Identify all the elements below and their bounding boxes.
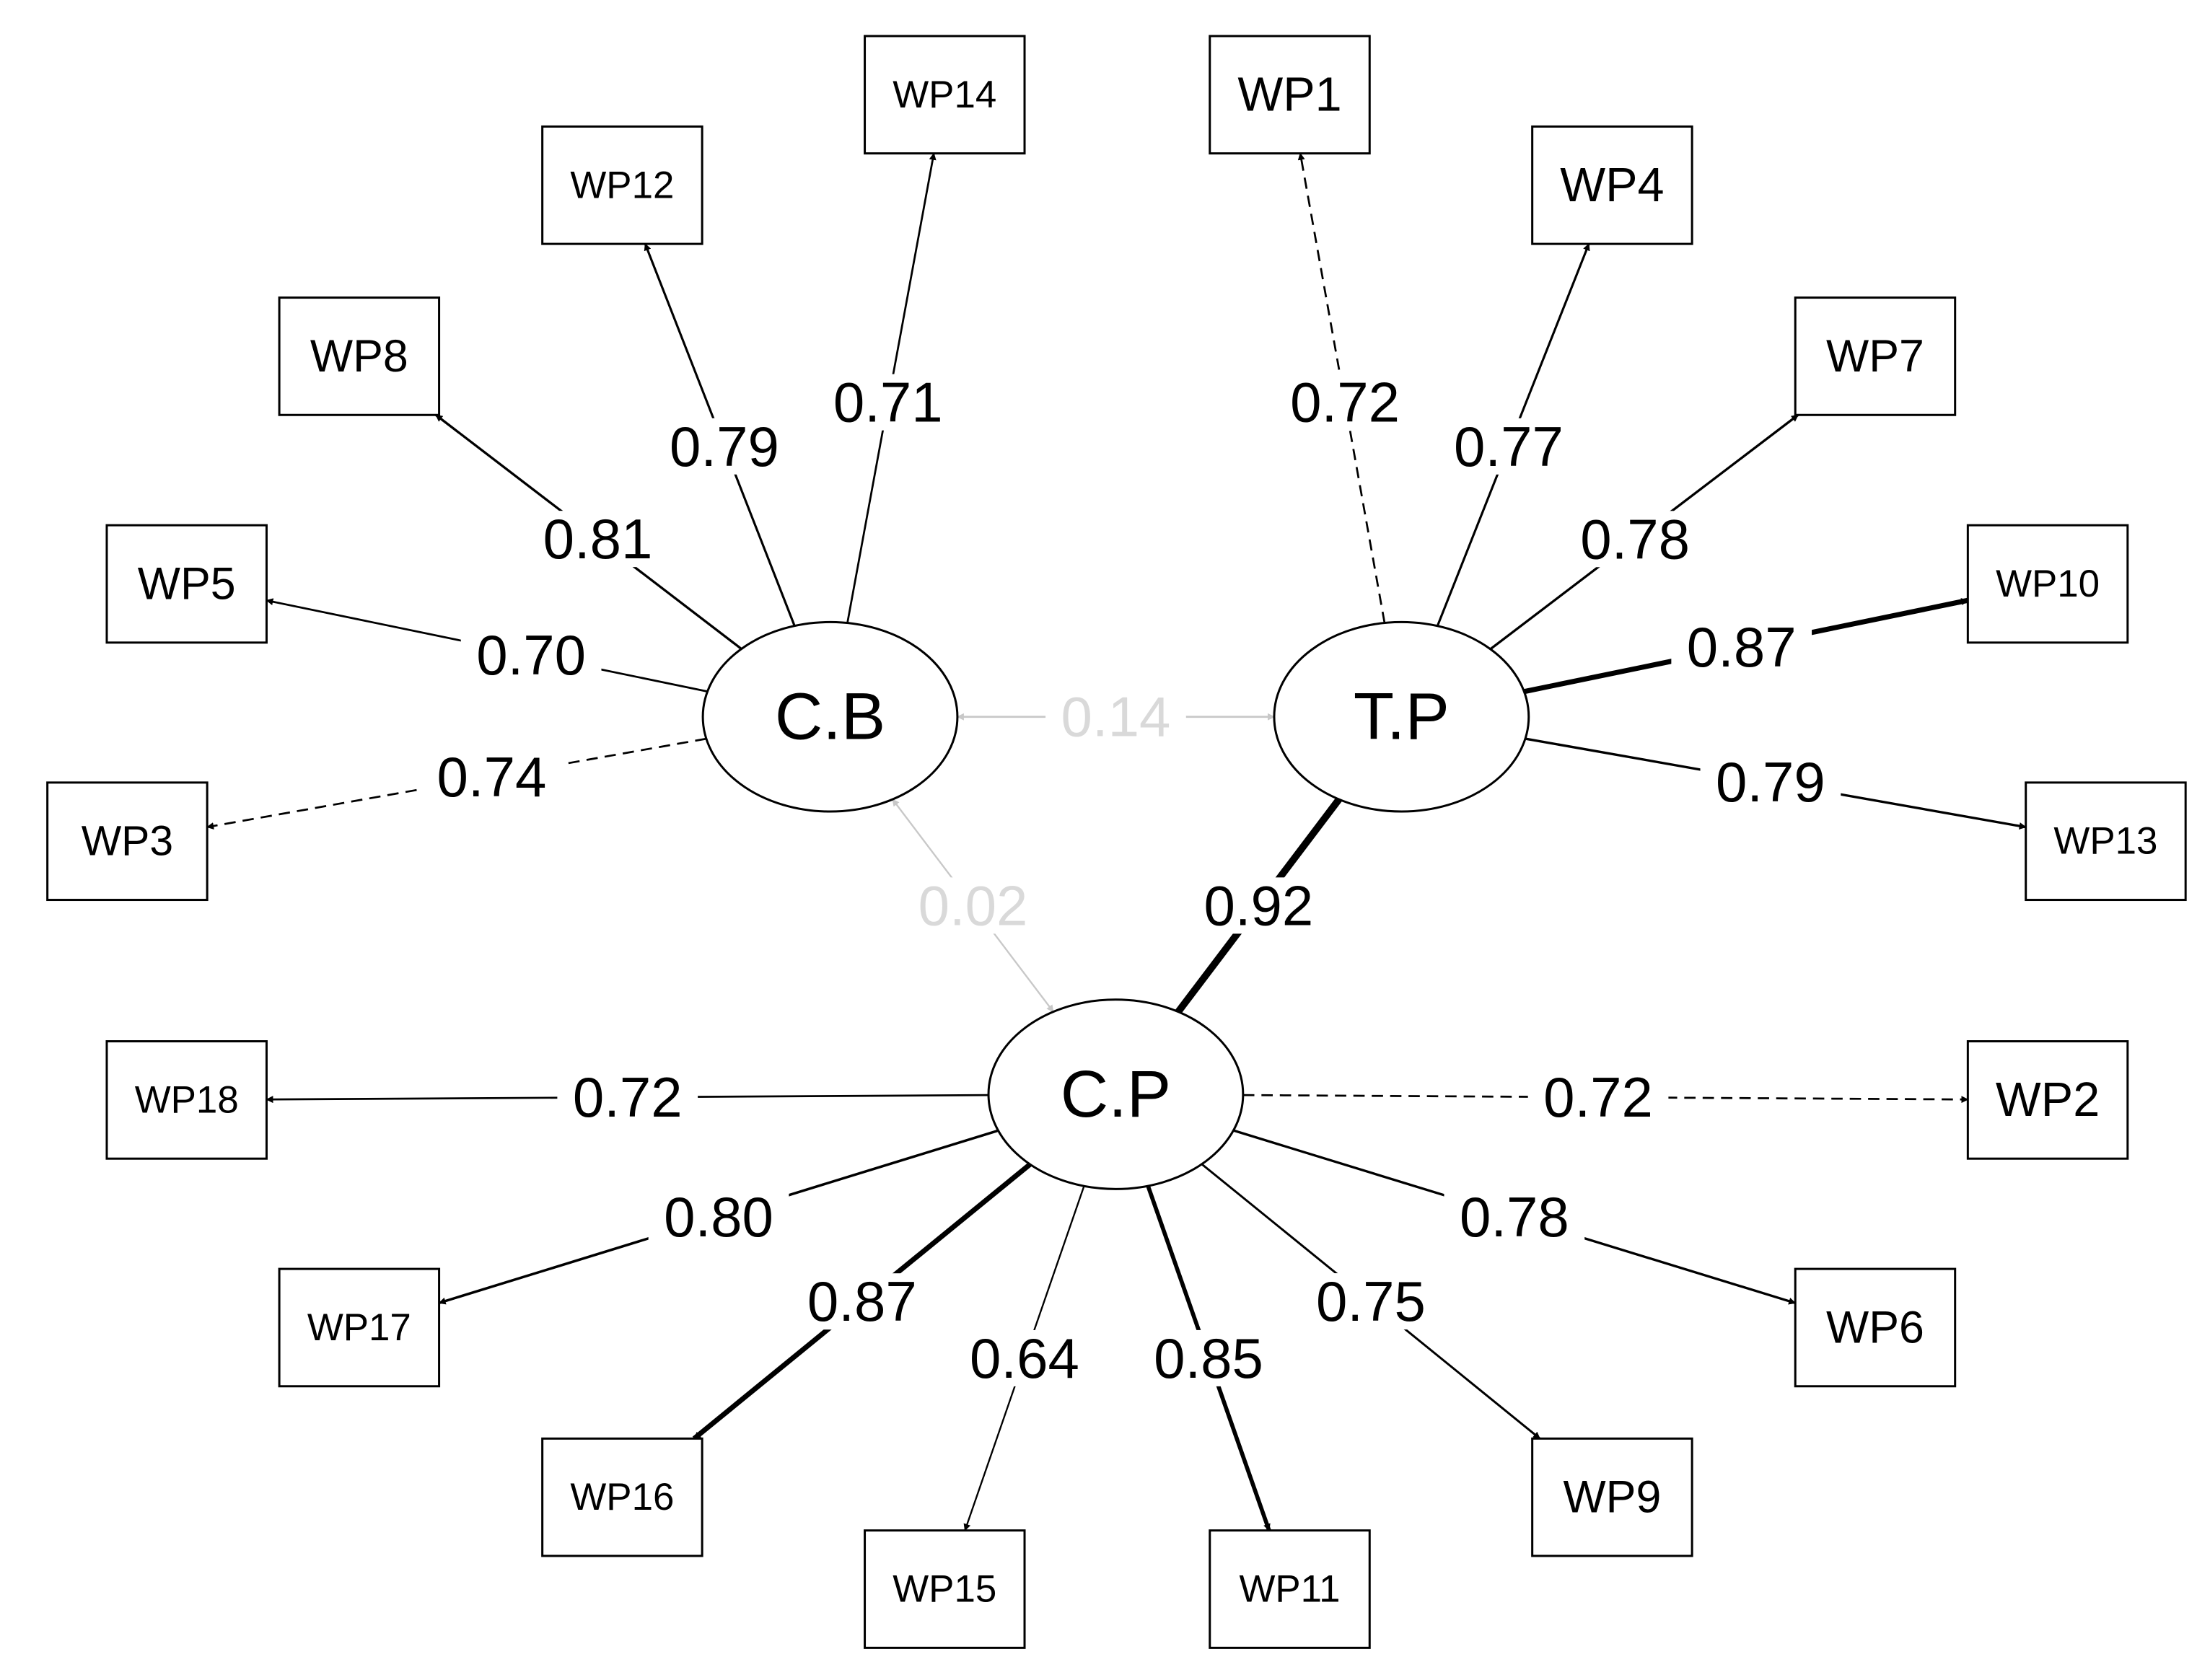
- loading-label-wp17: 0.80: [664, 1185, 773, 1249]
- indicator-box-wp13: [2025, 781, 2187, 902]
- indicator-label-wp9: WP9: [1563, 1472, 1661, 1523]
- indicator-label-wp14: WP14: [893, 74, 996, 116]
- indicator-box-wp14: [864, 35, 1026, 155]
- covariance-label-cb-cp-bg: [903, 877, 1043, 934]
- indicator-label-wp10: WP10: [1996, 563, 2100, 605]
- indicator-box-wp7: [1794, 296, 1957, 416]
- loading-label-wp9-bg: [1300, 1273, 1442, 1330]
- latent-label-tp: T.P: [1354, 680, 1450, 754]
- loading-label-wp6: 0.78: [1460, 1185, 1569, 1249]
- loading-label-wp8-bg: [527, 511, 668, 568]
- loading-label-wp12-bg: [654, 418, 795, 475]
- indicator-box-wp2: [1966, 1040, 2129, 1160]
- covariance-label-cb-tp-bg: [1045, 688, 1186, 745]
- loading-label-wp10-bg: [1671, 618, 1812, 675]
- loading-label-wp5-bg: [460, 627, 602, 684]
- loading-label-wp10: 0.87: [1687, 615, 1797, 679]
- indicator-box-wp10: [1966, 524, 2129, 644]
- loading-label-wp14-bg: [817, 374, 959, 431]
- loading-label-wp7-bg: [1564, 511, 1706, 568]
- indicator-label-wp18: WP18: [135, 1078, 239, 1121]
- indicator-label-wp5: WP5: [138, 558, 236, 609]
- covariance-label-cb-tp: 0.14: [1061, 685, 1171, 749]
- indicator-box-wp6: [1794, 1267, 1957, 1388]
- loading-edge-cp-wp2: [1242, 1094, 1969, 1104]
- indicator-box-wp5: [105, 524, 268, 644]
- loading-label-wp2-bg: [1527, 1069, 1669, 1126]
- covariance-label-tp-cp: 0.92: [1203, 874, 1313, 937]
- latent-node-cb: [701, 620, 959, 813]
- indicator-box-wp3: [46, 781, 209, 902]
- loading-label-wp7: 0.78: [1580, 507, 1690, 571]
- loading-label-wp12: 0.79: [670, 415, 779, 478]
- loading-label-wp14: 0.71: [833, 371, 943, 434]
- loading-label-wp9: 0.75: [1316, 1270, 1426, 1333]
- indicator-box-wp8: [278, 296, 441, 416]
- indicator-box-wp18: [105, 1040, 268, 1160]
- loading-label-wp1: 0.72: [1290, 371, 1400, 434]
- indicator-label-wp11: WP11: [1239, 1568, 1340, 1611]
- indicator-label-wp15: WP15: [893, 1568, 996, 1611]
- loading-label-wp11: 0.85: [1154, 1327, 1263, 1390]
- covariance-label-tp-cp-bg: [1188, 877, 1329, 934]
- indicator-label-wp4: WP4: [1560, 159, 1664, 212]
- indicator-label-wp3: WP3: [82, 818, 173, 865]
- indicator-label-wp1: WP1: [1237, 68, 1341, 121]
- loading-label-wp5: 0.70: [476, 623, 586, 687]
- loading-label-wp13: 0.79: [1716, 750, 1825, 814]
- loading-label-wp4: 0.77: [1454, 415, 1564, 478]
- loading-label-wp17-bg: [648, 1188, 789, 1245]
- loading-label-wp3-bg: [421, 748, 562, 805]
- indicator-box-wp17: [278, 1267, 441, 1388]
- covariance-label-cb-cp: 0.02: [918, 874, 1028, 937]
- loading-label-wp18-bg: [557, 1069, 698, 1126]
- latent-label-cp: C.P: [1061, 1057, 1171, 1131]
- loading-label-wp2: 0.72: [1543, 1065, 1653, 1129]
- loading-edge-tp-wp1: [1297, 152, 1386, 623]
- indicator-box-wp1: [1209, 35, 1371, 155]
- loading-label-wp3: 0.74: [437, 745, 547, 809]
- loading-label-wp13-bg: [1700, 754, 1841, 811]
- indicator-box-wp11: [1209, 1529, 1371, 1649]
- latent-node-tp: [1273, 620, 1530, 813]
- weight-label-layer: 0.71 0.79 0.81 0.70 0.74 0.72 0.77 0.78 0.87 0.79…: [421, 371, 1841, 1390]
- indicator-box-wp15: [864, 1529, 1026, 1649]
- indicator-box-wp9: [1531, 1437, 1693, 1557]
- loading-label-wp11-bg: [1138, 1329, 1279, 1386]
- loading-label-wp15-bg: [954, 1329, 1095, 1386]
- loading-label-wp18: 0.72: [573, 1065, 683, 1129]
- edge-layer: [206, 152, 2027, 1531]
- loading-label-wp1-bg: [1274, 374, 1416, 431]
- indicator-label-wp8: WP8: [310, 331, 408, 382]
- indicator-box-wp4: [1531, 125, 1693, 245]
- latent-node-cp: [987, 998, 1245, 1190]
- node-layer: WP1WP2WP3WP4WP5WP6WP7WP8WP9WP10WP11WP12W…: [46, 35, 2187, 1649]
- indicator-label-wp12: WP12: [570, 164, 674, 206]
- loading-edge-cb-wp3: [206, 737, 707, 830]
- indicator-label-wp17: WP17: [307, 1306, 411, 1349]
- loading-label-wp4-bg: [1438, 418, 1579, 475]
- indicator-box-wp16: [541, 1437, 703, 1557]
- indicator-label-wp16: WP16: [570, 1476, 674, 1518]
- loading-label-wp15: 0.64: [970, 1327, 1079, 1390]
- indicator-label-wp7: WP7: [1826, 331, 1924, 382]
- indicator-label-wp13: WP13: [2053, 820, 2157, 863]
- loading-label-wp16-bg: [792, 1273, 933, 1330]
- indicator-box-wp12: [541, 125, 703, 245]
- latent-label-cb: C.B: [775, 680, 885, 754]
- loading-label-wp16: 0.87: [807, 1270, 917, 1333]
- indicator-label-wp2: WP2: [1996, 1073, 2100, 1127]
- indicator-label-wp6: WP6: [1826, 1302, 1924, 1353]
- loading-label-wp8: 0.81: [543, 507, 653, 571]
- loading-label-wp6-bg: [1444, 1188, 1585, 1245]
